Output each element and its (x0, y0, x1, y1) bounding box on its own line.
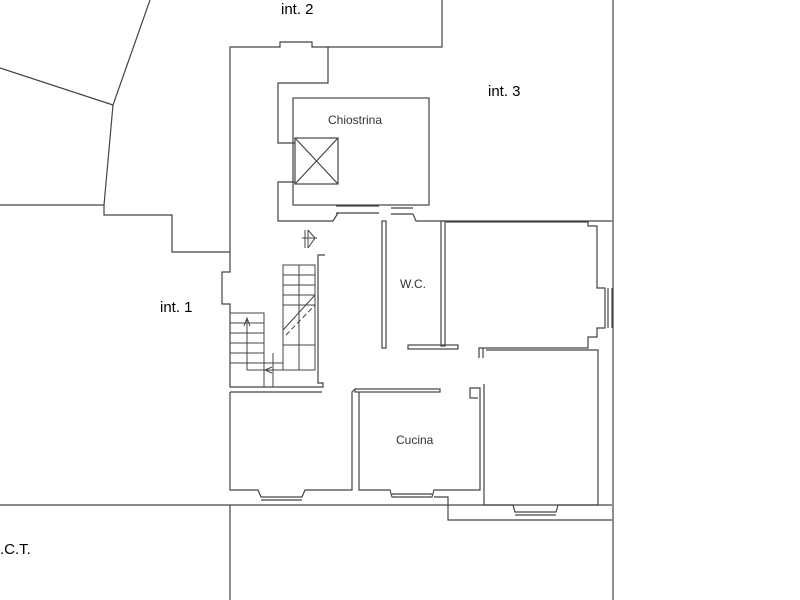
cucina-room (354, 387, 481, 498)
chiostrina-room (292, 97, 612, 222)
label-int-3: int. 3 (488, 83, 521, 100)
east-room (446, 221, 613, 358)
label-int-1: int. 1 (160, 299, 193, 316)
neighbour-boundaries (0, 0, 614, 600)
label-nct: .C.T. (0, 541, 31, 558)
label-cucina: Cucina (396, 433, 434, 447)
door-arrow-symbol (302, 229, 317, 249)
label-chiostrina: Chiostrina (328, 113, 383, 127)
wc-room (381, 220, 459, 350)
lower-left-room (229, 388, 356, 501)
lower-right-room (434, 349, 612, 521)
staircase (229, 264, 316, 388)
label-wc: W.C. (400, 277, 426, 291)
label-int-2: int. 2 (281, 1, 314, 18)
stairwell-walls (221, 41, 329, 388)
